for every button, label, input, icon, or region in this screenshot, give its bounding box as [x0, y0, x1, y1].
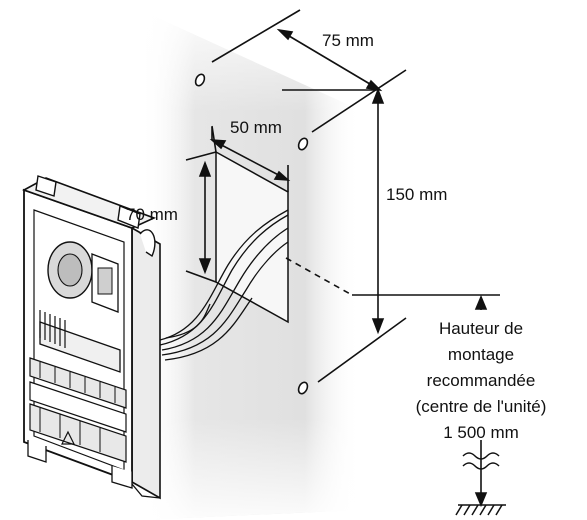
- screw-hole-top-right: [297, 137, 309, 151]
- dimension-75mm-label: 75 mm: [322, 31, 374, 50]
- note-line-2: montage: [448, 345, 514, 364]
- extension-lines: [185, 9, 500, 383]
- note-line-1: Hauteur de: [439, 319, 523, 338]
- mounting-height-note: Hauteur de montage recommandée (centre d…: [416, 319, 547, 442]
- note-line-4: (centre de l'unité): [416, 397, 547, 416]
- screw-hole-bottom-right: [297, 381, 309, 395]
- intercom-unit: [22, 175, 161, 500]
- note-line-3: recommandée: [427, 371, 536, 390]
- note-line-5: 1 500 mm: [443, 423, 519, 442]
- dimension-150mm-label: 150 mm: [386, 185, 447, 204]
- switch-box: [215, 150, 289, 324]
- floor-symbol: [455, 504, 506, 516]
- triangle-symbol-icon: [61, 430, 75, 445]
- dimension-lines: [198, 28, 488, 508]
- screw-hole-top-left: [194, 73, 206, 87]
- dimension-50mm-label: 50 mm: [230, 118, 282, 137]
- microphone-grille-icon: [39, 310, 66, 348]
- dimension-70mm-label: 70 mm: [126, 205, 178, 224]
- mounting-holes: [194, 73, 309, 395]
- break-symbol: [462, 452, 500, 470]
- cables: [159, 209, 289, 361]
